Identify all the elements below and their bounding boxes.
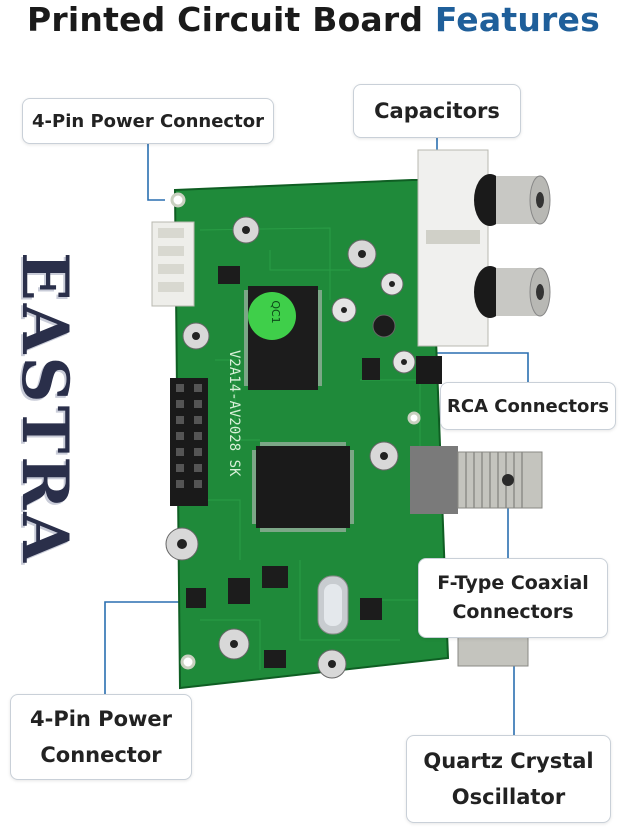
title-accent: Features	[434, 0, 600, 39]
quartz-crystal	[317, 575, 349, 635]
f-type-connectors	[410, 446, 543, 667]
rca-jack-bottom	[474, 266, 551, 318]
pcb-board	[173, 179, 450, 690]
label-power-connector-top: 4-Pin Power Connector	[22, 98, 274, 144]
power-connector-top	[151, 221, 195, 307]
capacitor	[392, 350, 416, 374]
chip-main	[252, 442, 354, 532]
mounting-hole	[170, 192, 186, 208]
small-chip	[360, 598, 382, 620]
f-type-connector-lower	[457, 635, 529, 667]
f-type-connector-upper	[410, 446, 543, 514]
label-f-type-connectors: F-Type Coaxial Connectors	[418, 558, 608, 638]
small-chips	[186, 266, 382, 668]
capacitor	[331, 297, 357, 323]
rca-connectors	[416, 149, 551, 384]
title-main: Printed Circuit Board	[27, 0, 435, 39]
label-power-connector-bottom: 4-Pin Power Connector	[10, 694, 192, 780]
watermark-text: EASTRA	[7, 251, 83, 565]
small-chip	[228, 578, 250, 604]
rca-jack-top	[474, 174, 551, 226]
watermark-logo: EASTRA	[7, 238, 83, 578]
rca-housing	[417, 149, 489, 347]
small-chip	[262, 566, 288, 588]
mounting-hole	[180, 654, 196, 670]
label-quartz-oscillator: Quartz Crystal Oscillator	[406, 735, 611, 823]
silkscreen-text: V2A14-AV2028 SK	[226, 350, 242, 477]
small-chip	[264, 650, 286, 668]
capacitor	[380, 272, 404, 296]
leader-power-top	[147, 144, 165, 201]
capacitor	[182, 322, 210, 350]
page-title: Printed Circuit Board Features	[0, 0, 627, 44]
small-chip	[218, 266, 240, 284]
capacitor	[218, 628, 250, 660]
small-chip	[362, 358, 380, 380]
pin-header	[170, 378, 208, 506]
label-rca-connectors: RCA Connectors	[440, 382, 616, 430]
leader-rca	[412, 352, 529, 382]
mounting-holes	[170, 192, 421, 670]
capacitor	[372, 314, 396, 338]
capacitor	[347, 239, 377, 269]
svg-text:QC1: QC1	[269, 300, 282, 323]
qc-sticker: QC1	[248, 292, 296, 340]
small-chip	[186, 588, 206, 608]
capacitor	[232, 216, 260, 244]
capacitor	[369, 441, 399, 471]
label-capacitors: Capacitors	[353, 84, 521, 138]
rca-header	[416, 356, 442, 384]
mounting-hole	[407, 411, 421, 425]
capacitor	[317, 649, 347, 679]
leader-power-bottom	[104, 601, 188, 694]
capacitor	[165, 527, 199, 561]
capacitors	[165, 216, 416, 679]
